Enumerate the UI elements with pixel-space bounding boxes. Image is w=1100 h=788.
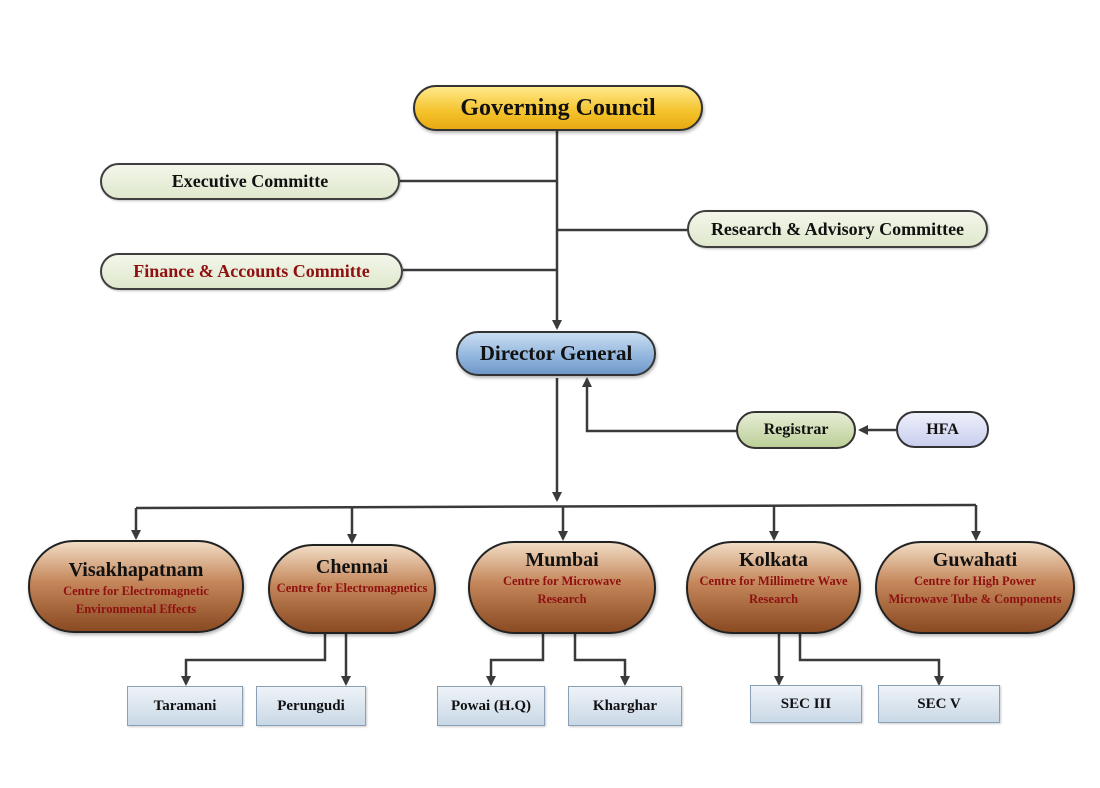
centre-subtitle-line1: Centre for High Power bbox=[913, 574, 1037, 588]
subunit-taramani: Taramani bbox=[127, 686, 243, 726]
subunit-label: Perungudi bbox=[277, 697, 345, 714]
centre-subtitle-line1: Centre for Microwave bbox=[502, 574, 621, 588]
subunit-sec-v: SEC V bbox=[878, 685, 1000, 723]
connector-mumbai-powai bbox=[486, 633, 545, 686]
centre-visakhapatnam: Visakhapatnam Centre for Electromagnetic… bbox=[28, 540, 244, 633]
connector-kolkata-sec5 bbox=[798, 633, 944, 686]
centre-subtitle-line2: Microwave Tube & Components bbox=[888, 592, 1062, 606]
finance-accounts-committee-node: Finance & Accounts Committe bbox=[100, 253, 403, 290]
research-advisory-committee-node: Research & Advisory Committee bbox=[687, 210, 988, 248]
centre-subtitle-line2: Research bbox=[537, 592, 587, 606]
governing-council-label: Governing Council bbox=[460, 94, 656, 121]
registrar-node: Registrar bbox=[736, 411, 856, 449]
subunit-label: Powai (H.Q) bbox=[451, 697, 531, 714]
director-general-label: Director General bbox=[479, 341, 633, 365]
centre-subtitle-line1: Centre for Millimetre Wave bbox=[699, 574, 848, 588]
centre-guwahati: Guwahati Centre for High Power Microwave… bbox=[875, 541, 1075, 634]
centre-kolkata: Kolkata Centre for Millimetre Wave Resea… bbox=[686, 541, 861, 634]
subunit-label: Taramani bbox=[153, 697, 217, 714]
registrar-label: Registrar bbox=[763, 421, 829, 438]
subunit-label: SEC V bbox=[917, 695, 961, 712]
hfa-node: HFA bbox=[896, 411, 989, 448]
centre-city: Visakhapatnam bbox=[68, 558, 204, 581]
centre-subtitle-line1: Centre for Electromagnetic bbox=[63, 583, 209, 598]
subunit-powai: Powai (H.Q) bbox=[437, 686, 545, 726]
centre-subtitle-line1: Centre for Electromagnetics bbox=[276, 581, 428, 595]
director-general-node: Director General bbox=[456, 331, 656, 376]
hfa-label: HFA bbox=[926, 420, 959, 438]
connector-chennai-taramani bbox=[181, 633, 327, 686]
centre-subtitle-line2: Environmental Effects bbox=[75, 601, 197, 616]
finance-accounts-committee-label: Finance & Accounts Committe bbox=[133, 261, 370, 281]
executive-committee-label: Executive Committe bbox=[171, 171, 329, 191]
connector-registrar-dg bbox=[582, 377, 737, 433]
centre-chennai: Chennai Centre for Electromagnetics bbox=[268, 544, 436, 634]
subunit-sec-iii: SEC III bbox=[750, 685, 862, 723]
governing-council-node: Governing Council bbox=[413, 85, 703, 131]
subunit-label: Kharghar bbox=[592, 697, 658, 714]
centre-city: Guwahati bbox=[932, 549, 1018, 571]
centre-city: Chennai bbox=[315, 556, 389, 578]
connector-mumbai-kharghar bbox=[573, 633, 630, 686]
subunit-perungudi: Perungudi bbox=[256, 686, 366, 726]
subunit-kharghar: Kharghar bbox=[568, 686, 682, 726]
centre-mumbai: Mumbai Centre for Microwave Research bbox=[468, 541, 656, 634]
connector-bus bbox=[135, 503, 977, 510]
research-advisory-committee-label: Research & Advisory Committee bbox=[710, 218, 965, 239]
centre-city: Mumbai bbox=[525, 549, 599, 571]
centre-city: Kolkata bbox=[739, 549, 808, 571]
centre-subtitle-line2: Research bbox=[748, 592, 799, 606]
executive-committee-node: Executive Committe bbox=[100, 163, 400, 200]
subunit-label: SEC III bbox=[780, 695, 832, 712]
